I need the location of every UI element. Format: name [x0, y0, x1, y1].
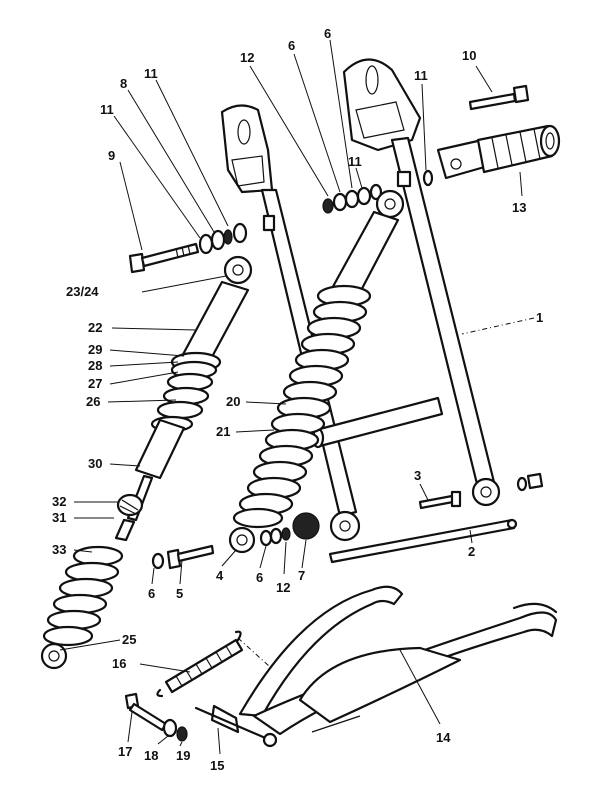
callout-31: 31 — [52, 510, 66, 525]
bolt-3 — [418, 490, 462, 510]
callout-9: 9 — [108, 148, 115, 163]
bolt-9-assembly — [128, 214, 276, 274]
callout-25: 25 — [122, 632, 136, 647]
callout-30: 30 — [88, 456, 102, 471]
bolt-10 — [468, 84, 530, 111]
callout-5: 5 — [176, 586, 183, 601]
shock-absorber-left — [40, 255, 253, 670]
callout-3: 3 — [414, 468, 421, 483]
nut-washer-right — [516, 472, 544, 492]
callout-21: 21 — [216, 424, 230, 439]
callout-23-24: 23/24 — [66, 284, 99, 299]
callout-14: 14 — [436, 730, 451, 745]
callout-13: 13 — [512, 200, 526, 215]
callout-17: 17 — [118, 744, 132, 759]
footrest-grip — [396, 124, 561, 188]
callout-29: 29 — [88, 342, 102, 357]
callout-16: 16 — [112, 656, 126, 671]
callout-11-b: 11 — [144, 66, 158, 81]
callout-12-lower: 12 — [276, 580, 290, 595]
callout-32: 32 — [52, 494, 66, 509]
callout-22: 22 — [88, 320, 102, 335]
callout-28: 28 — [88, 358, 102, 373]
callout-11-c: 11 — [348, 154, 362, 169]
callout-6-top-a: 6 — [288, 38, 295, 53]
bolt-5 — [151, 544, 215, 570]
callout-12-top: 12 — [240, 50, 254, 65]
lower-mount-hardware — [259, 512, 320, 547]
callout-6-lower-left: 6 — [148, 586, 155, 601]
callout-10: 10 — [462, 48, 476, 63]
callout-8: 8 — [120, 76, 127, 91]
callout-labels: 1 2 3 4 5 6 6 6 6 7 8 9 10 11 11 11 11 1… — [52, 26, 543, 773]
callout-15: 15 — [210, 758, 224, 773]
callout-6-top-b: 6 — [324, 26, 331, 41]
bolt-17-assembly — [124, 692, 188, 742]
callout-4: 4 — [216, 568, 224, 583]
callout-33: 33 — [52, 542, 66, 557]
callout-27: 27 — [88, 376, 102, 391]
shock-absorber-right — [228, 189, 405, 554]
stand — [194, 585, 558, 748]
washer-stack-top — [322, 183, 383, 214]
callout-11-a: 11 — [100, 102, 114, 117]
callout-18: 18 — [144, 748, 158, 763]
spindle-rod — [328, 518, 518, 564]
callout-2: 2 — [468, 544, 475, 559]
callout-11-d: 11 — [414, 68, 428, 83]
callout-26: 26 — [86, 394, 100, 409]
leader-lines — [59, 39, 535, 755]
callout-20: 20 — [226, 394, 240, 409]
callout-7: 7 — [298, 568, 305, 583]
callout-6-lower-mid: 6 — [256, 570, 263, 585]
callout-1: 1 — [536, 310, 543, 325]
callout-19: 19 — [176, 748, 190, 763]
